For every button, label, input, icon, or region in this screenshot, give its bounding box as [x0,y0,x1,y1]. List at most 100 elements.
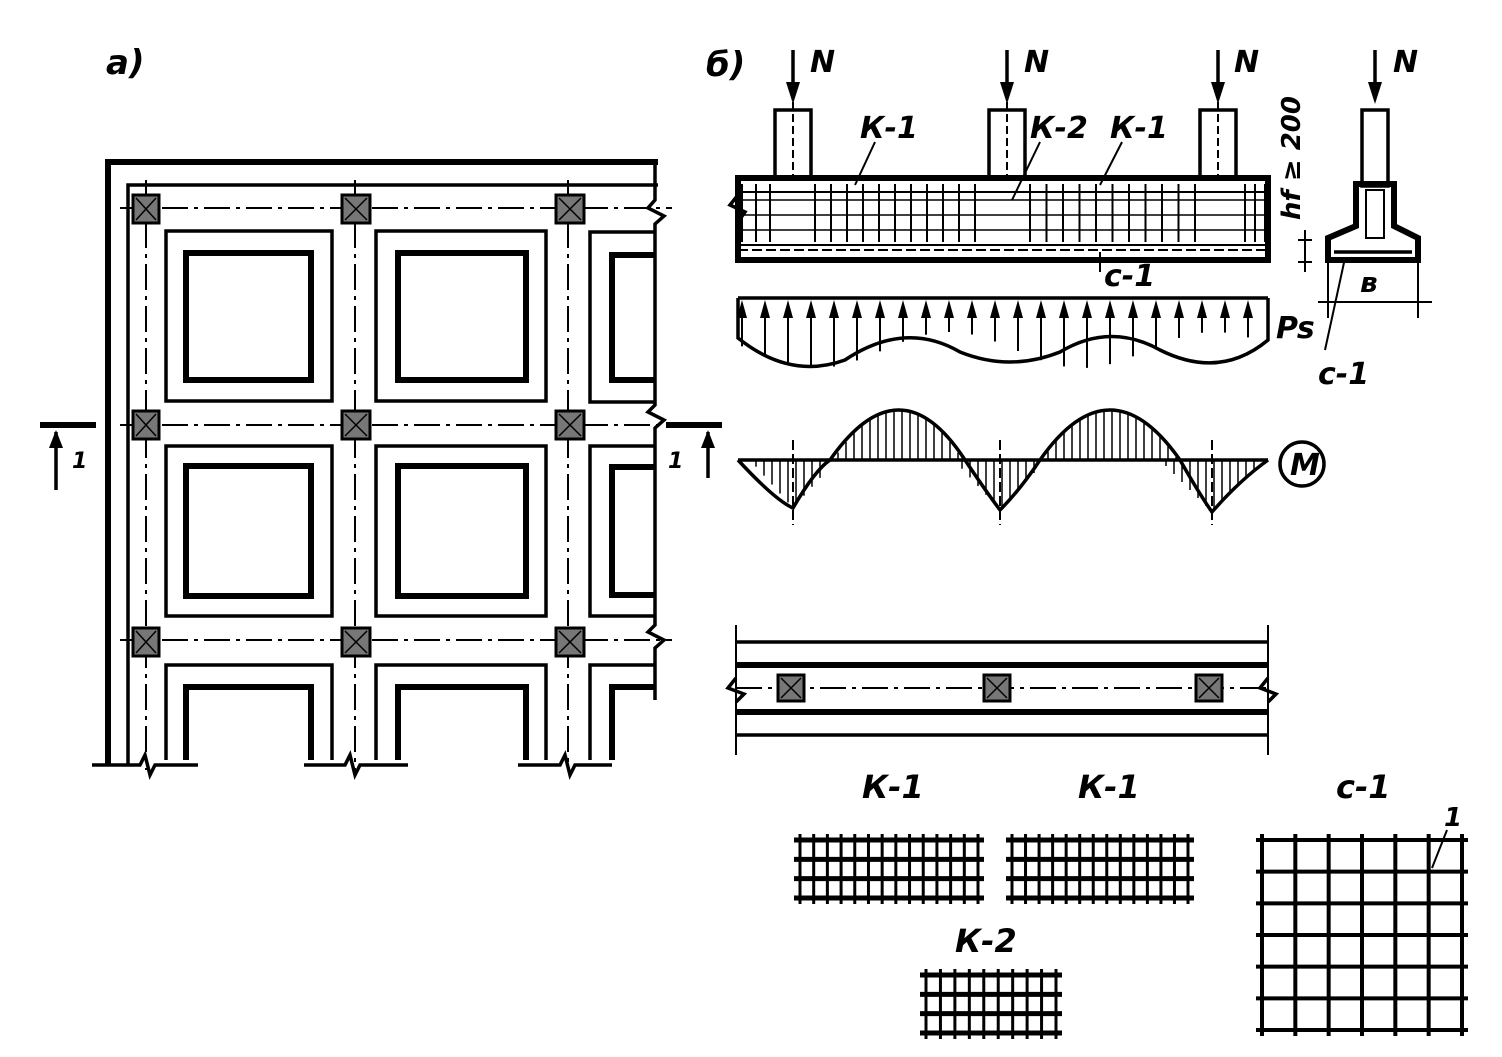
column-hatch [558,413,582,437]
plan-break-right [645,162,668,700]
mesh-c1-detail [1256,834,1468,1036]
soil-pressure-diagram: Ps [736,296,1315,369]
cell-outer [164,229,334,403]
cell-inner [395,463,529,599]
column-hatch [1198,677,1220,699]
cell-partial-right [588,444,655,618]
cell-partial-right [609,464,655,598]
plan-outer-edge [105,159,658,765]
pressure-arrow-head [852,300,862,318]
cage-k2-label: К-2 [1030,111,1088,146]
pressure-arrow-head [783,300,793,318]
pressure-arrow-head [921,300,931,318]
detail-k1-label: К-1 [1078,768,1140,806]
pressure-arrow-head [990,300,1000,318]
hf-dimension: hf ≥ 200 [1277,96,1312,272]
detail-k2-label: К-2 [955,922,1017,960]
pressure-arrow-head [1105,300,1115,318]
column-hatch [986,677,1008,699]
pressure-arrow-head [944,300,954,318]
reinforcement-details: К-1 К-1 К-2 с-1 1 [794,768,1468,1039]
cage-k1-label: К-1 [860,111,918,146]
foundation-beam: К-1 К-2 К-1 с-1 [727,111,1271,294]
cage-k2-detail [920,969,1062,1039]
pressure-curve [736,298,1270,369]
cell-outer [374,444,548,618]
pressure-arrow-head [806,300,816,318]
detail-c1-label: с-1 [1336,768,1391,806]
pressure-arrow-head [1128,300,1138,318]
plan-break-bottom [304,749,408,781]
column-hatch [558,630,582,654]
plan-cells [164,229,655,760]
cell-partial-bottom [609,684,655,760]
pressure-arrow-head [1174,300,1184,318]
loaded-columns: N N N [773,45,1259,180]
plan-axes [120,180,672,770]
column-hatch [558,197,582,221]
column-hatch [135,413,157,437]
plan-inner-edge [126,183,658,765]
cell-outer [164,444,334,618]
column-hatch [135,630,157,654]
hf-label: hf ≥ 200 [1277,96,1307,220]
cage-k1-detail [794,834,984,904]
detail-k1-label: К-1 [862,768,924,806]
load-label: N [1393,45,1418,80]
section-mark-left: 1 [40,422,96,490]
moment-diagram: M [736,408,1326,525]
pressure-arrow-head [1243,300,1253,318]
cage-k1-detail [1006,834,1194,904]
cell-inner [183,250,314,383]
plan-break-bottom [92,749,198,781]
plan-view: а) [40,43,722,781]
section-mark-right: 1 [666,422,722,478]
mesh-c1-label: с-1 [1104,259,1155,294]
inverted-t-section [1325,181,1421,263]
width-b-label: в [1360,266,1378,299]
pressure-arrow-head [1220,300,1230,318]
beam-break [727,193,748,224]
cell-inner [183,463,314,599]
moment-symbol [1278,440,1326,488]
section-label: 1 [668,449,683,474]
cell-outer [374,229,548,403]
section-view: б) N N N К-1 [706,45,1468,1039]
pressure-arrow-head [1059,300,1069,318]
pressure-arrow-head [1082,300,1092,318]
panel-a-label: а) [106,43,144,83]
beam-plan-strip [725,625,1280,755]
cell-partial-bottom [588,663,655,760]
detail-mark-1: 1 [1444,803,1462,833]
pressure-arrow-head [875,300,885,318]
cell-partial-bottom [395,684,529,760]
cell-inner [395,250,529,383]
ps-label: Ps [1276,311,1315,346]
column-hatch [344,197,368,221]
pressure-arrow-head [1036,300,1046,318]
section-label: 1 [72,449,87,474]
plan-columns [131,193,586,658]
pressure-arrow-head [1197,300,1207,318]
panel-b-label: б) [706,45,745,85]
cell-partial-bottom [374,663,548,760]
pressure-arrow-head [829,300,839,318]
reinforcement-cages [741,184,1266,242]
plan-break-bottom [518,749,612,781]
cell-partial-right [588,230,655,404]
pressure-arrow-head [737,300,747,318]
column-hatch [135,197,157,221]
column-hatch [780,677,802,699]
pressure-arrow-head [1013,300,1023,318]
cross-section: N в с-1 [1318,45,1432,392]
load-label: N [810,45,835,80]
pressure-arrow-head [967,300,977,318]
pressure-arrow-head [1151,300,1161,318]
cell-partial-right [609,252,655,383]
cell-partial-bottom [164,663,334,760]
cage-k1-label: К-1 [1110,111,1168,146]
pressure-arrow-head [898,300,908,318]
column-hatch [344,413,368,437]
load-label: N [1024,45,1049,80]
